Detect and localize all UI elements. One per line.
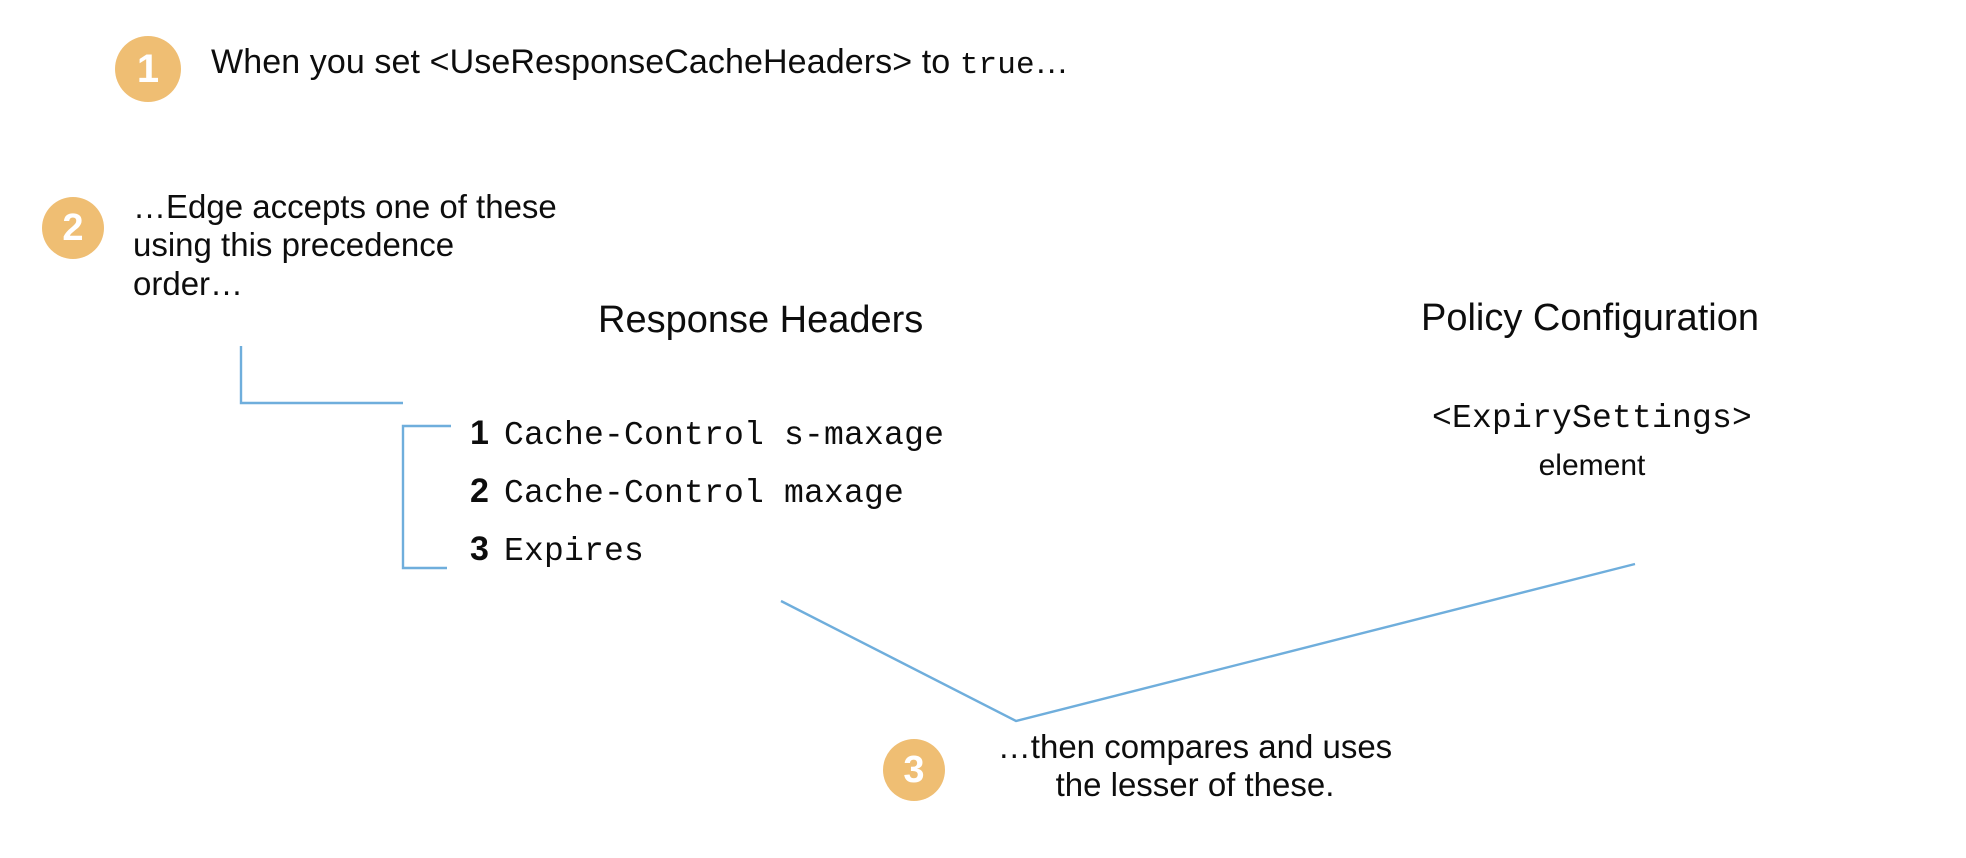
response-headers-heading: Response Headers: [598, 299, 924, 341]
step-1-text: When you set <UseResponseCacheHeaders> t…: [211, 43, 1069, 83]
step-badge-1: 1: [115, 36, 181, 102]
step-1-lead: When you set <UseResponseCacheHeaders> t…: [211, 43, 960, 81]
precedence-rank-1: 1: [470, 414, 489, 452]
step-1-trail: …: [1034, 43, 1069, 81]
precedence-rank-2: 2: [470, 472, 489, 510]
step-2-line-1: …Edge accepts one of these: [133, 188, 557, 225]
precedence-rank-3: 3: [470, 530, 489, 568]
policy-element-block: <ExpirySettings> element: [1382, 400, 1802, 483]
precedence-value-1: Cache-Control s-maxage: [504, 417, 945, 454]
precedence-value-3: Expires: [504, 533, 645, 570]
precedence-bracket: [401, 424, 451, 570]
step-3-text: …then compares and uses the lesser of th…: [960, 728, 1430, 805]
policy-element-name: <ExpirySettings>: [1431, 400, 1753, 437]
step-1-code-true: true: [959, 48, 1035, 83]
step-2-text: …Edge accepts one of these using this pr…: [133, 188, 603, 303]
step-badge-3: 3: [883, 739, 945, 801]
step-3-line-1: …then compares and uses: [997, 728, 1393, 765]
precedence-value-2: Cache-Control maxage: [504, 475, 905, 512]
precedence-item-2: 2 Cache-Control maxage: [470, 472, 944, 530]
policy-element-label: element: [1538, 449, 1646, 482]
step-badge-2: 2: [42, 197, 104, 259]
policy-configuration-heading: Policy Configuration: [1421, 297, 1759, 339]
precedence-list: 1 Cache-Control s-maxage 2 Cache-Control…: [470, 414, 944, 588]
step-2-line-2: using this precedence: [133, 226, 455, 264]
step-2-line-3: order…: [133, 264, 244, 302]
precedence-item-1: 1 Cache-Control s-maxage: [470, 414, 944, 472]
step-3-line-2: the lesser of these.: [1055, 766, 1335, 804]
step2-connector-elbow: [239, 346, 403, 405]
precedence-item-3: 3 Expires: [470, 530, 944, 588]
